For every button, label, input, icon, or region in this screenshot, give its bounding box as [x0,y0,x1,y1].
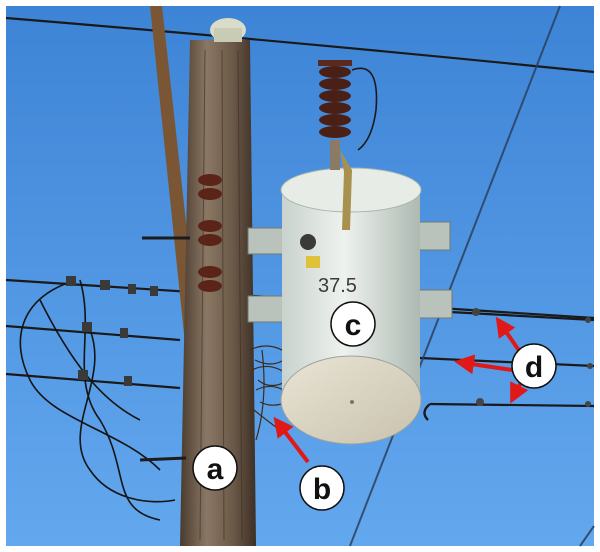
annotation-arrows [273,316,529,464]
arrow-d-1 [495,316,522,354]
svg-text:c: c [345,309,362,342]
wooden-pole [180,40,256,546]
overhead-lines [5,16,595,408]
label-d: d [511,343,557,389]
pole-insulators [198,174,222,292]
svg-text:a: a [207,453,224,486]
arrow-d-3 [510,381,529,404]
svg-text:d: d [525,351,543,384]
label-b: b [299,465,345,511]
bird-nest [249,345,295,441]
bushing-insulator [318,60,352,230]
transformer-rating: 37.5 [318,275,357,297]
arrow-d-2 [454,354,513,375]
label-c: c [330,301,376,347]
svg-text:b: b [313,473,331,506]
arrow-b [273,416,310,464]
label-a: a [192,445,238,491]
transformer-can [280,167,422,445]
